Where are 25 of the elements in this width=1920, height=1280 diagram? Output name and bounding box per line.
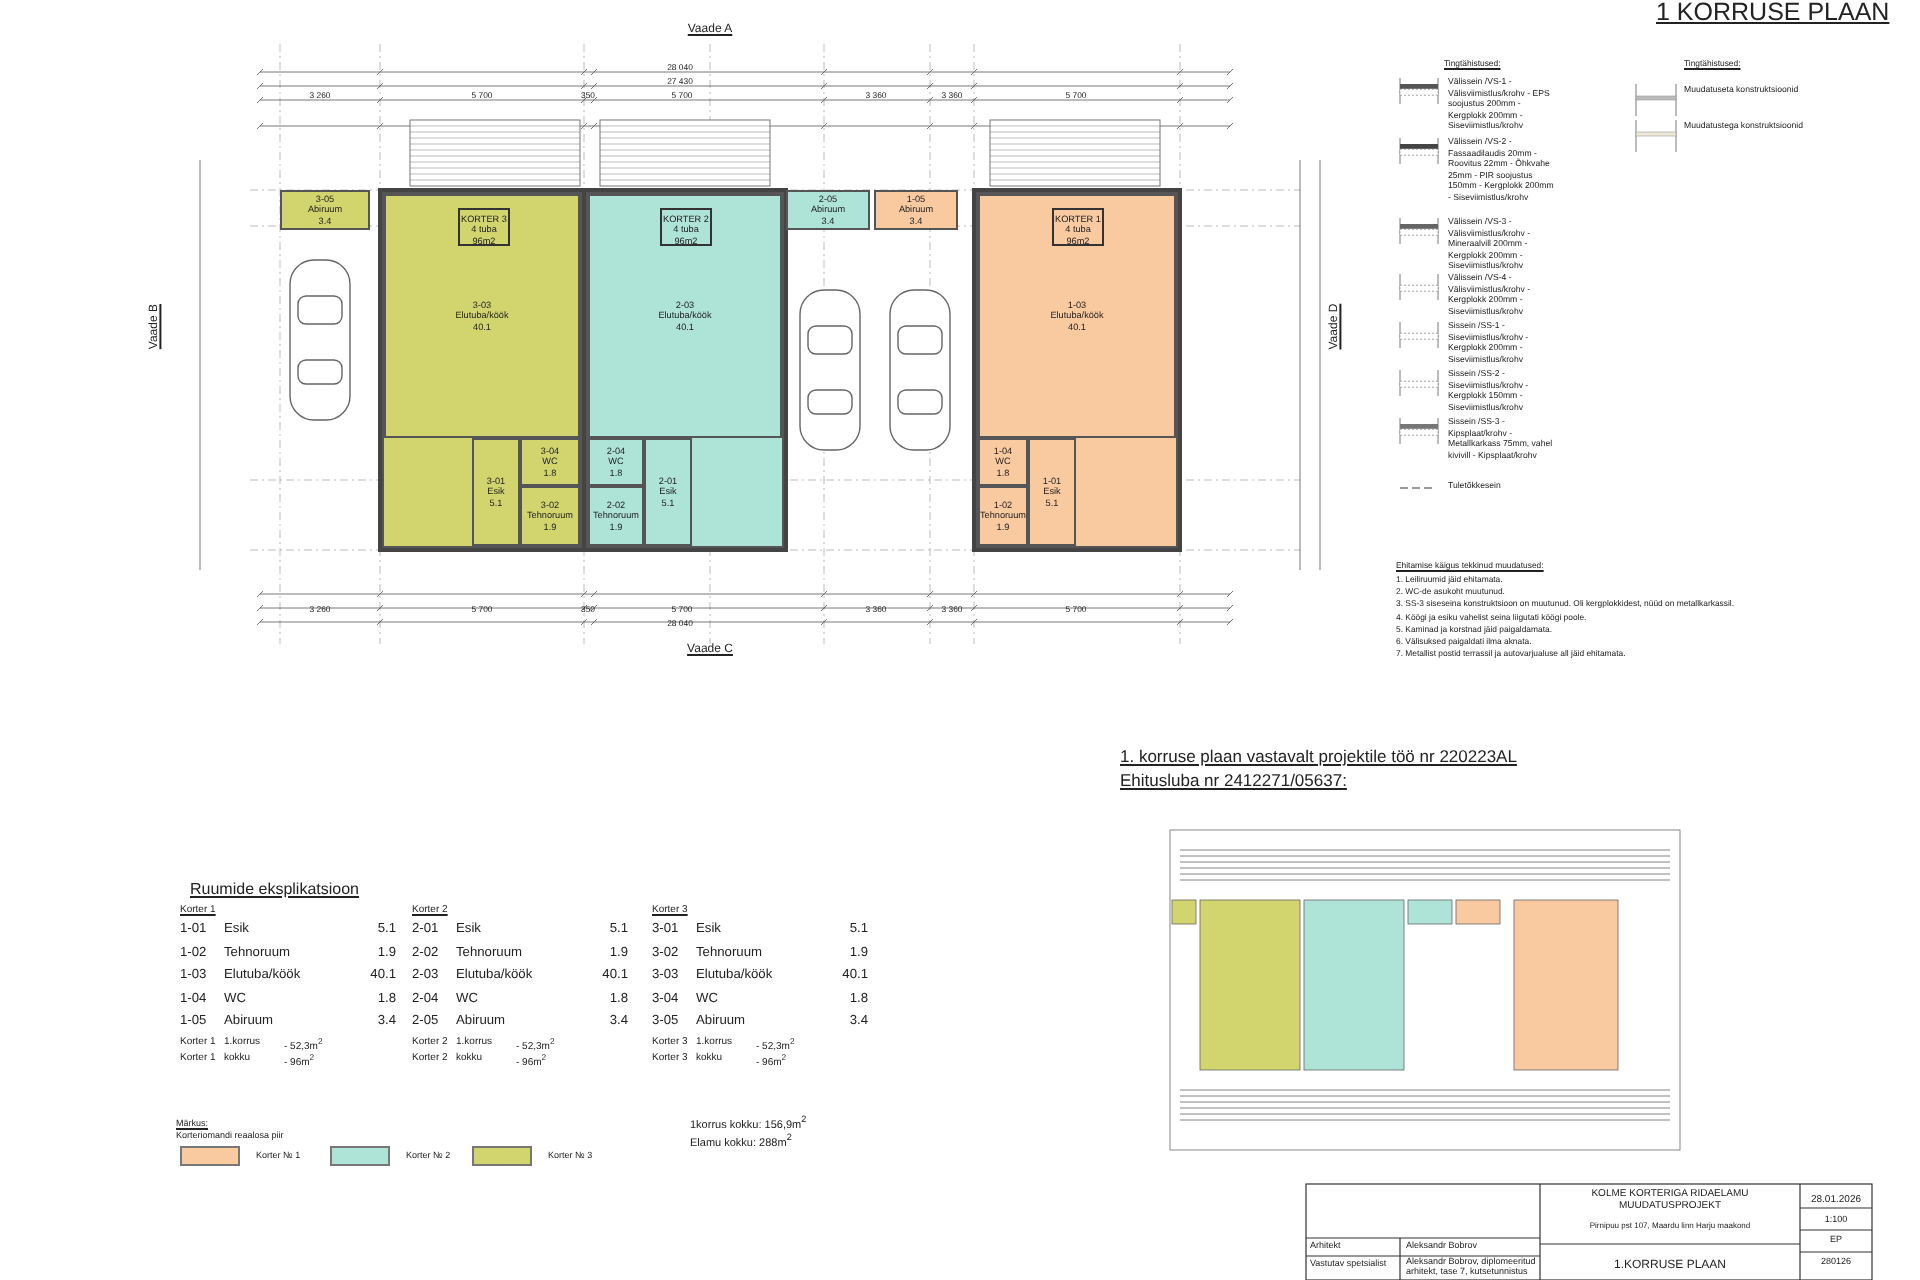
plan-caption: 1. korruse plaan vastavalt projektile töö nr 220223AL bbox=[1120, 748, 1517, 767]
plan-caption: Ehitusluba nr 2412271/05637: bbox=[1120, 772, 1347, 791]
room-area bbox=[280, 190, 370, 230]
room-area bbox=[644, 438, 692, 546]
apartment-area bbox=[588, 194, 782, 546]
apartment-label bbox=[1052, 208, 1104, 246]
room-area bbox=[472, 438, 520, 546]
room-area bbox=[874, 190, 958, 230]
room-area bbox=[978, 438, 1028, 486]
room-area bbox=[786, 190, 870, 230]
table-title: Ruumide eksplikatsioon bbox=[190, 882, 359, 900]
room-area bbox=[588, 486, 644, 546]
room-area bbox=[1028, 438, 1076, 546]
room-area bbox=[978, 194, 1176, 438]
room-area bbox=[588, 438, 644, 486]
room-area bbox=[384, 194, 580, 438]
room-area bbox=[520, 438, 580, 486]
room-area bbox=[588, 194, 782, 438]
apartment-area bbox=[384, 194, 580, 546]
apartment-area bbox=[978, 194, 1176, 546]
plan-title: 1 KORRUSE PLAAN bbox=[1656, 0, 1890, 28]
room-area bbox=[978, 486, 1028, 546]
apartment-label bbox=[660, 208, 712, 246]
apartment-label bbox=[458, 208, 510, 246]
room-area bbox=[520, 486, 580, 546]
